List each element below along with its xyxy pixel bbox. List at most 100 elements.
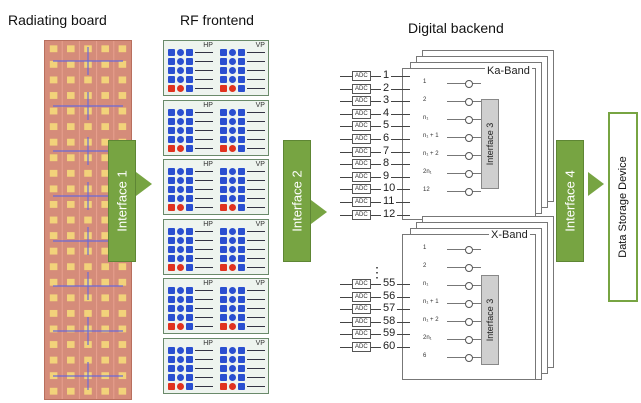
- adc-input-line: [340, 126, 410, 128]
- channel-number: 6: [381, 132, 392, 144]
- rf-component: [220, 296, 227, 303]
- adc-box: ADC: [352, 279, 371, 289]
- rf-component: [238, 364, 245, 372]
- inner-mixer-node: [465, 134, 473, 142]
- rf-component: [186, 263, 193, 271]
- rf-component: [220, 186, 227, 193]
- rf-signal-line: [195, 111, 213, 113]
- channel-number: 1: [381, 69, 392, 81]
- rf-component: [186, 227, 193, 235]
- rf-signal-line: [247, 198, 265, 199]
- rf-signal-line: [195, 207, 213, 208]
- rf-signal-line: [195, 317, 213, 318]
- ka-interface-3-label: Interface 3: [485, 122, 495, 166]
- radiating-patch: [67, 278, 75, 286]
- rf-component: [220, 263, 227, 271]
- rf-component: [238, 177, 245, 184]
- inner-channel-label: 12: [423, 187, 430, 193]
- rf-right-chain: VP: [217, 101, 268, 155]
- rf-component: [186, 204, 193, 211]
- rf-component: [168, 236, 175, 244]
- inner-channel-label: 2: [423, 263, 427, 269]
- radiating-patch: [49, 263, 58, 271]
- rf-component: [177, 373, 184, 381]
- rf-component: [238, 135, 245, 143]
- rf-signal-line: [195, 79, 213, 80]
- inner-channel-label: n₁: [423, 281, 429, 287]
- rf-component: [238, 314, 245, 321]
- rf-component: [238, 287, 245, 294]
- ka-band-label: Ka-Band: [485, 65, 532, 77]
- inner-mixer-node: [465, 354, 473, 362]
- rf-component: [238, 186, 245, 193]
- rf-component: [238, 355, 245, 363]
- rf-signal-line: [195, 349, 213, 351]
- inner-mixer-node: [465, 170, 473, 178]
- rf-component: [177, 314, 184, 321]
- rf-component: [220, 126, 227, 134]
- rf-component: [229, 287, 236, 294]
- rf-component: [186, 323, 193, 330]
- inner-signal-line: [447, 321, 481, 322]
- rf-component: [186, 108, 193, 116]
- rf-component: [238, 195, 245, 202]
- adc-input-line: [340, 214, 410, 216]
- radiating-patch: [101, 387, 109, 395]
- inner-signal-line: [447, 303, 481, 304]
- adc-input-line: [340, 88, 410, 90]
- rf-component: [168, 67, 175, 74]
- inner-signal-line: [447, 83, 481, 84]
- rf-signal-line: [195, 230, 213, 232]
- rf-component: [238, 58, 245, 65]
- rf-signal-line: [247, 129, 265, 131]
- interface-2-label: Interface 2: [289, 170, 305, 232]
- rf-component: [177, 135, 184, 143]
- rf-component: [186, 314, 193, 321]
- inner-channel-label: n₁ + 1: [423, 299, 439, 305]
- rf-component: [168, 168, 175, 175]
- x-interface-3: Interface 3: [481, 275, 499, 365]
- rf-component: [229, 373, 236, 381]
- radiating-patch: [118, 92, 127, 99]
- rf-component: [220, 373, 227, 381]
- rf-frontend-title: RF frontend: [180, 12, 254, 28]
- rf-component: [186, 236, 193, 244]
- rf-component: [177, 227, 184, 235]
- radiating-patch: [118, 309, 127, 317]
- rf-component: [229, 67, 236, 74]
- rf-component: [168, 135, 175, 143]
- radiating-patch: [67, 138, 75, 146]
- rf-signal-line: [195, 147, 213, 149]
- radiating-patch: [101, 278, 109, 286]
- rf-component: [238, 373, 245, 381]
- radiating-patch: [118, 341, 127, 348]
- adc-box: ADC: [352, 304, 371, 315]
- rf-component: [177, 177, 184, 184]
- radiating-patch: [118, 263, 127, 271]
- rf-component: [186, 364, 193, 372]
- channel-number: 60: [381, 340, 398, 352]
- adc-input-line: [340, 321, 410, 323]
- channel-number: 2: [381, 81, 392, 94]
- rf-signal-line: [247, 230, 265, 232]
- radiating-patch: [49, 232, 58, 239]
- rf-signal-line: [247, 111, 265, 113]
- rf-component: [238, 126, 245, 134]
- rf-component: [220, 144, 227, 152]
- radiating-patch: [118, 278, 127, 286]
- rf-component: [177, 126, 184, 134]
- radiating-patch: [49, 169, 58, 177]
- rf-component: [168, 314, 175, 321]
- rf-component: [168, 144, 175, 152]
- rf-component: [177, 263, 184, 271]
- rf-signal-line: [247, 239, 265, 241]
- rf-component: [168, 227, 175, 235]
- inner-mixer-node: [465, 98, 473, 106]
- channel-ellipsis: ⋮: [370, 264, 384, 280]
- inner-mixer-node: [465, 80, 473, 88]
- inner-channel-label: 2n₁: [423, 169, 432, 175]
